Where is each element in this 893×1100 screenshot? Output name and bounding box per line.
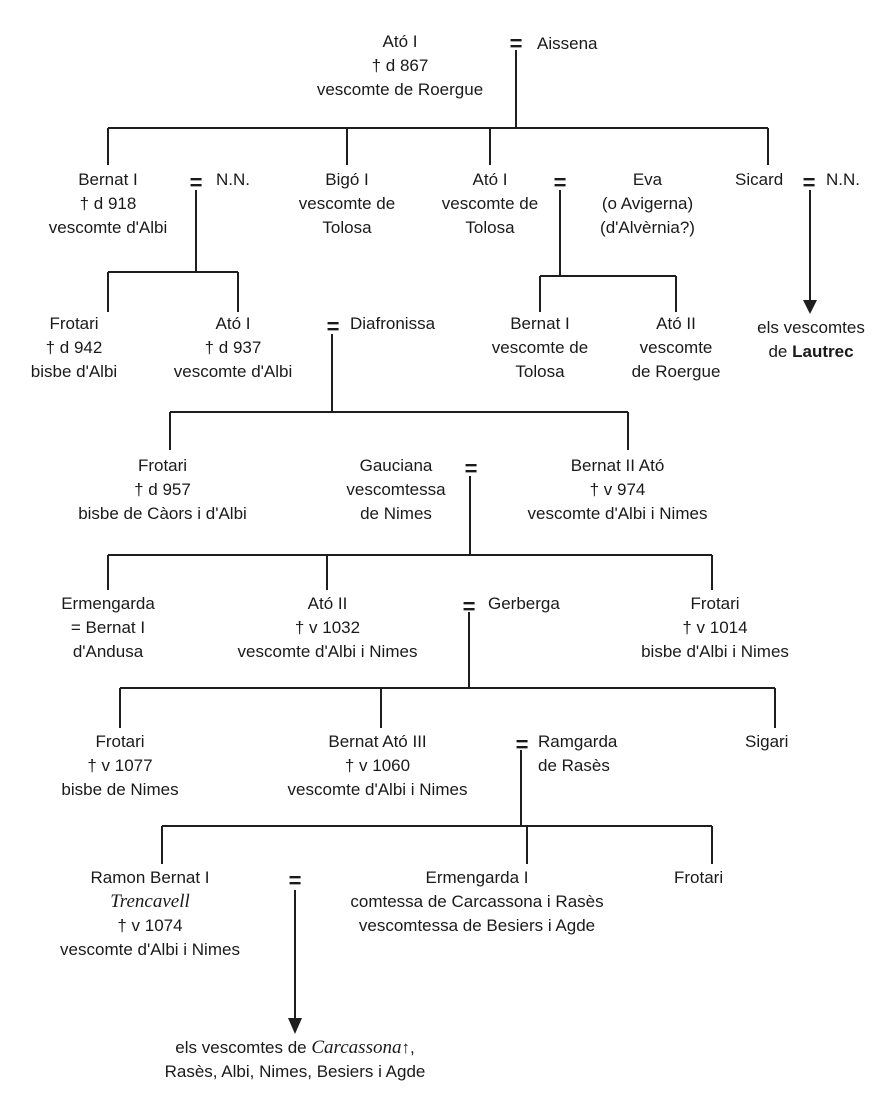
person-frotari-957: Frotari † d 957 bisbe de Càors i d'Albi [78,456,247,523]
person-ato2-roergue: Ató II vescomte de Roergue [631,314,721,381]
person-frotari-942: Frotari † d 942 bisbe d'Albi [30,314,118,381]
marriage-symbol: = [553,170,567,195]
person-ato1-roergue: Ató I † d 867 vescomte de Roergue [316,32,484,99]
marriage-symbol: = [288,868,302,893]
person-bernat-ato3: Bernat Ató III † v 1060 vescomte d'Albi … [287,732,468,799]
person-eva: Eva (o Avigerna) (d'Alvèrnia?) [600,170,695,237]
person-ramon-bernat1: Ramon Bernat I Trencavell † v 1074 vesco… [60,868,240,959]
person-ato1-tolosa: Ató I vescomte de Tolosa [441,170,539,237]
person-nn-1: N.N. [216,170,250,189]
person-ermengarda1: Ermengarda I comtessa de Carcassona i Ra… [350,868,604,935]
person-frotari-1077: Frotari † v 1077 bisbe de Nimes [61,732,179,799]
person-ermengarda-andusa: Ermengarda = Bernat I d'Andusa [61,594,155,661]
marriage-symbol: = [189,170,203,195]
person-diafronissa: Diafronissa [350,314,436,333]
person-aissena: Aissena [537,34,598,53]
marriage-symbol: = [462,594,476,619]
person-ato2-1032: Ató II † v 1032 vescomte d'Albi i Nimes [237,594,418,661]
descendants-lautrec: els vescomtes de Lautrec [757,318,865,361]
person-bernat1-albi: Bernat I † d 918 vescomte d'Albi [48,170,168,237]
marriage-symbol: = [464,456,478,481]
marriage-symbol: = [326,314,340,339]
person-sicard: Sicard [735,170,784,189]
marriage-symbol: = [802,170,816,195]
person-sigari: Sigari [745,732,789,751]
person-frotari-last: Frotari [674,868,724,887]
marriage-symbol: = [515,732,529,757]
descendants-carcassona: els vescomtes de Carcassona↑, Rasès, Alb… [164,1037,426,1081]
marriage-symbol: = [509,31,523,56]
person-bigo1: Bigó I vescomte de Tolosa [298,170,396,237]
person-gerberga: Gerberga [488,594,560,613]
person-gauciana: Gauciana vescomtessa de Nimes [346,456,446,523]
person-ramgarda: Ramgarda de Rasès [538,732,618,775]
person-bernat1-tolosa: Bernat I vescomte de Tolosa [491,314,589,381]
arrowhead-carcassona [288,1018,302,1034]
arrowhead-lautrec [803,300,817,314]
person-ato1-937: Ató I † d 937 vescomte d'Albi [173,314,293,381]
person-nn-2: N.N. [826,170,860,189]
person-frotari-1014: Frotari † v 1014 bisbe d'Albi i Nimes [641,594,789,661]
person-bernat2-ato: Bernat II Ató † v 974 vescomte d'Albi i … [527,456,708,523]
